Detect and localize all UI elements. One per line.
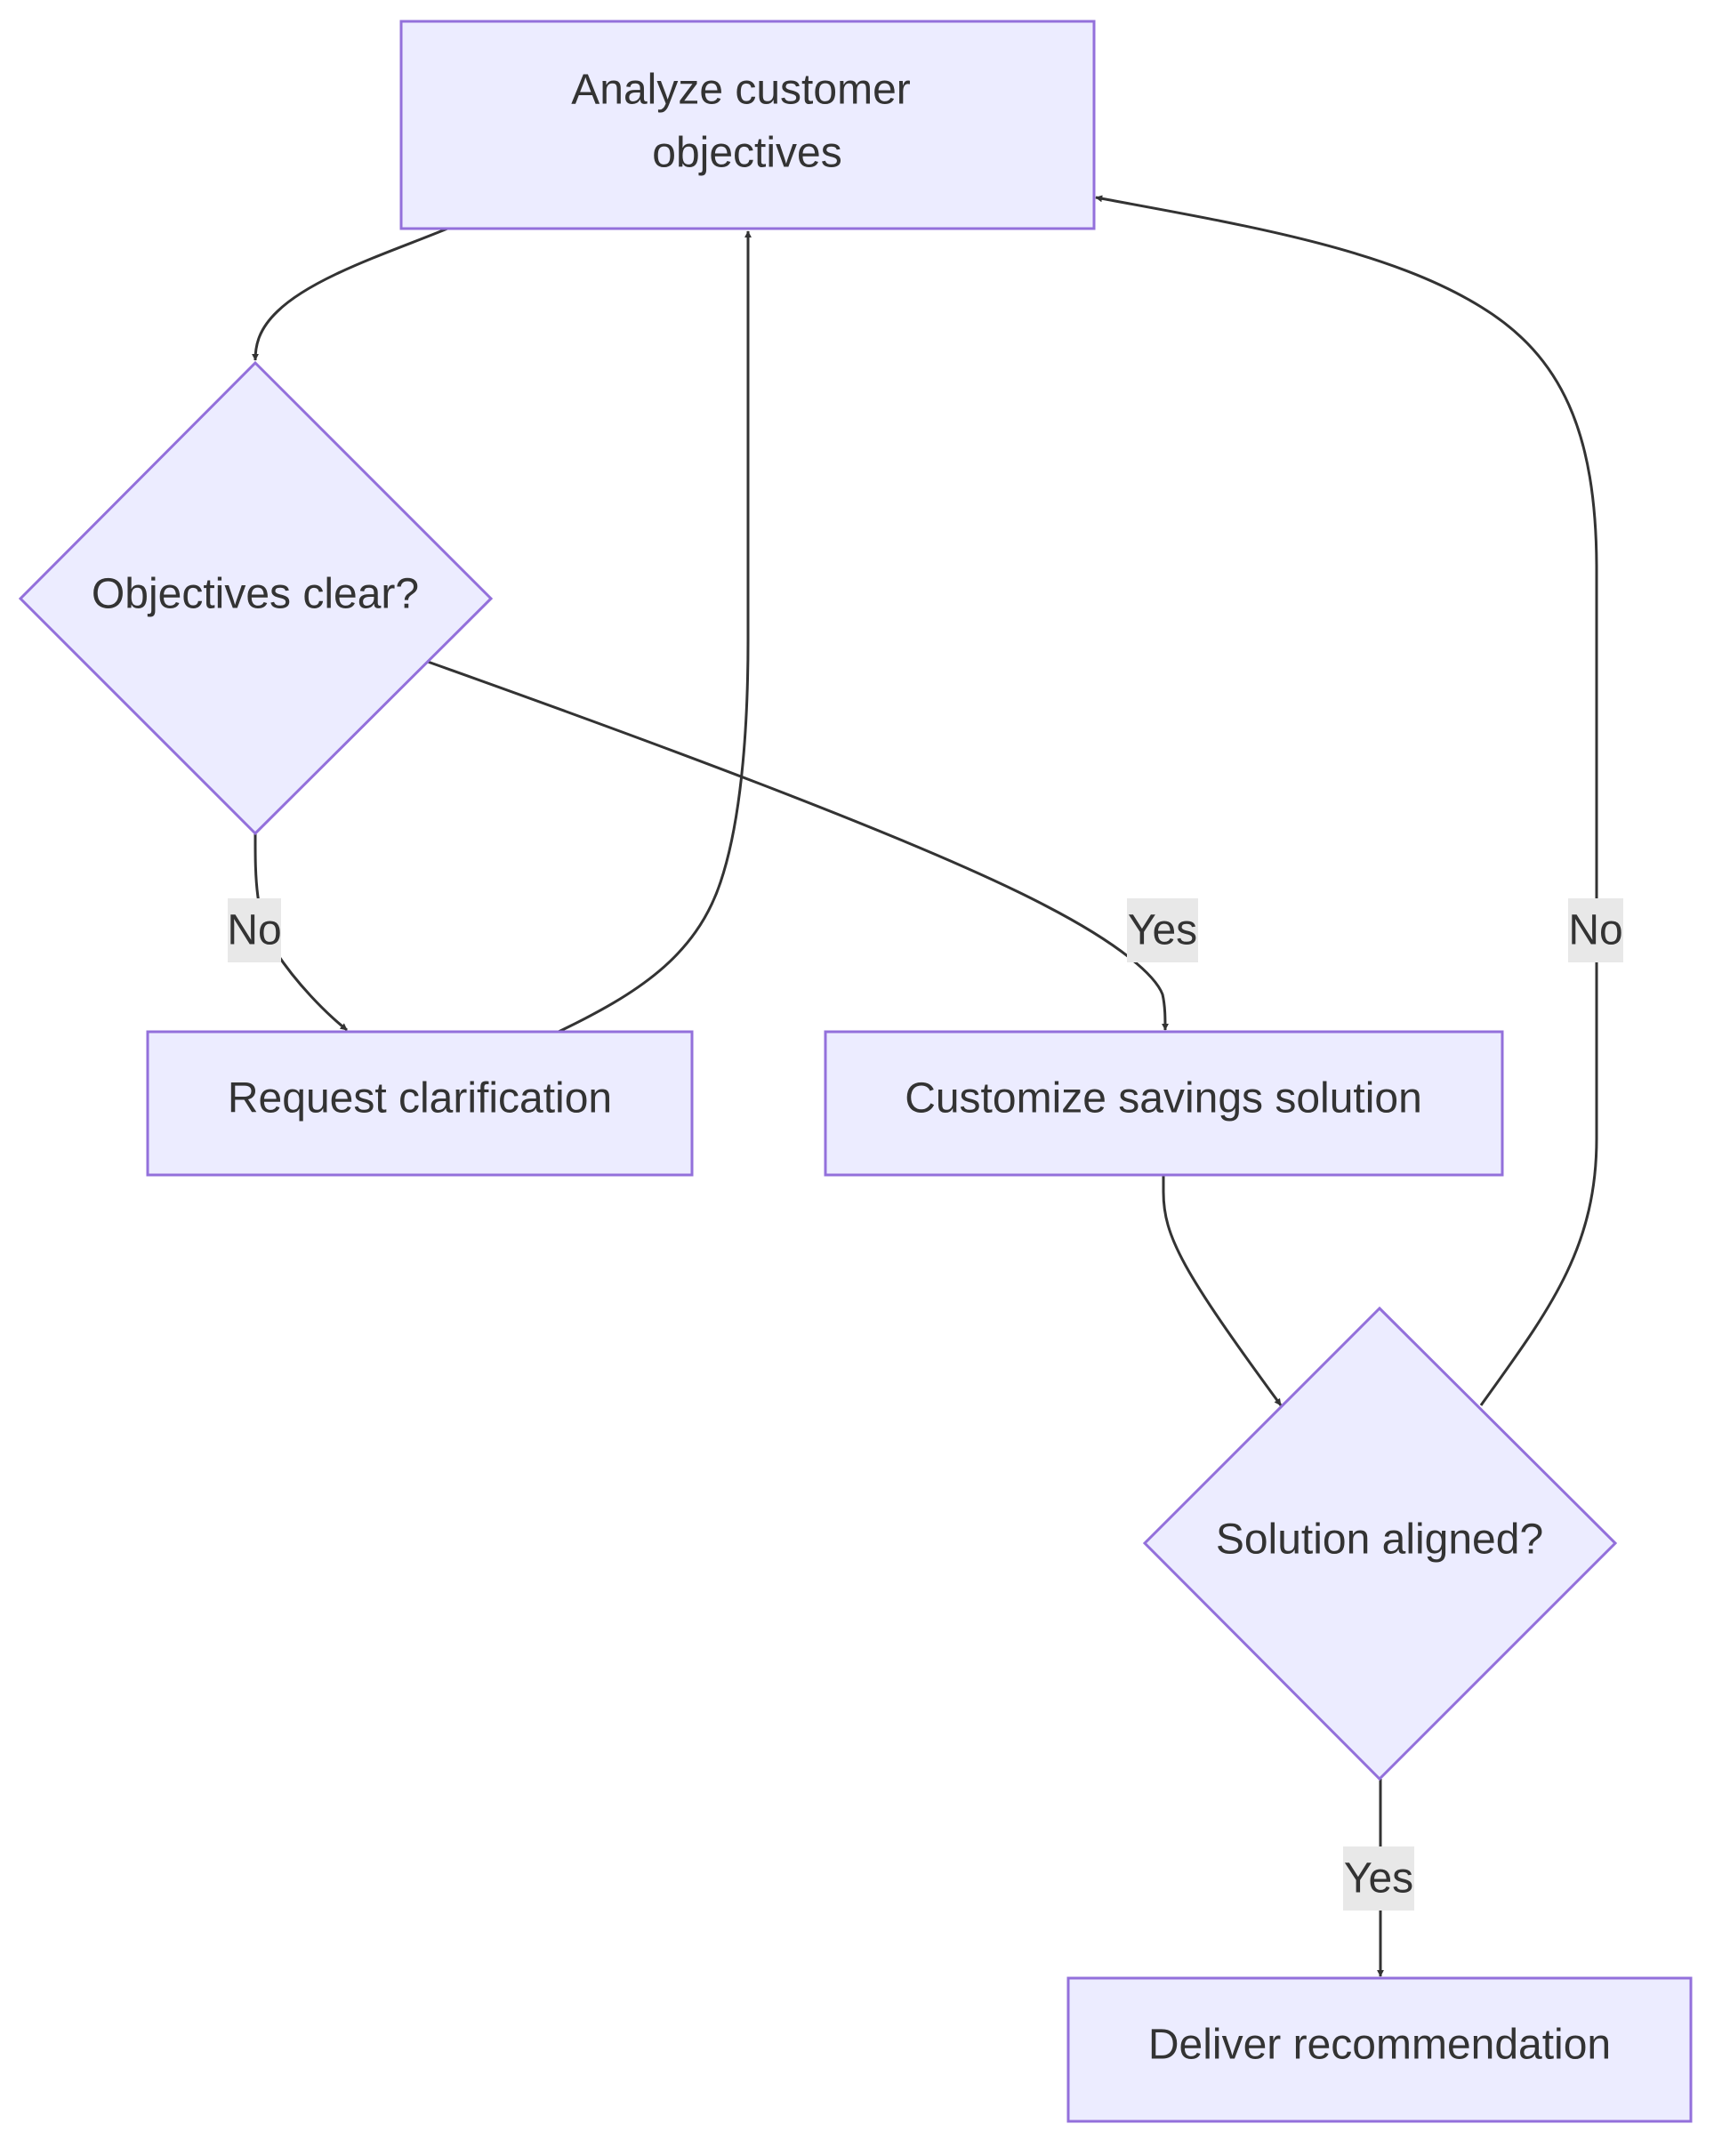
edge-request-clarification-to-analyze — [558, 230, 752, 1034]
edge-analyze-to-objectives-clear — [252, 227, 448, 361]
node-label: Deliver recommendation — [1148, 2022, 1611, 2069]
edge-solution-aligned-no — [1095, 195, 1598, 1406]
edge-customize-to-solution-aligned — [1162, 1176, 1283, 1406]
edge-label-aligned-no: No — [1568, 898, 1623, 962]
edge-label-aligned-yes: Yes — [1343, 1846, 1414, 1911]
node-analyze-customer-objectives: Analyze customer objectives — [399, 20, 1096, 230]
edge-label-text: Yes — [1128, 907, 1197, 954]
node-label-line1: Analyze customer — [571, 67, 911, 114]
edge-label-clear-no: No — [227, 898, 282, 962]
edge-label-text: No — [1568, 907, 1622, 954]
node-solution-aligned-decision: Solution aligned? — [1142, 1306, 1618, 1782]
node-label: Solution aligned? — [1216, 1516, 1543, 1564]
edges — [252, 195, 1598, 1977]
edge-label-text: No — [227, 907, 281, 954]
node-label: Objectives clear? — [92, 571, 419, 618]
edge-labels: No Yes No Yes — [227, 898, 1623, 1911]
node-label: Request clarification — [228, 1075, 612, 1122]
node-label-line2: objectives — [652, 130, 841, 177]
node-deliver-recommendation: Deliver recommendation — [1066, 1976, 1693, 2123]
node-request-clarification: Request clarification — [146, 1030, 694, 1177]
edge-label-clear-yes: Yes — [1127, 898, 1198, 962]
nodes: Analyze customer objectives Objectives c… — [18, 20, 1693, 2123]
node-label: Customize savings solution — [905, 1075, 1422, 1122]
node-customize-savings-solution: Customize savings solution — [824, 1030, 1504, 1177]
edge-objectives-clear-yes — [427, 660, 1169, 1031]
edge-label-text: Yes — [1344, 1855, 1413, 1903]
node-objectives-clear-decision: Objectives clear? — [18, 360, 494, 836]
